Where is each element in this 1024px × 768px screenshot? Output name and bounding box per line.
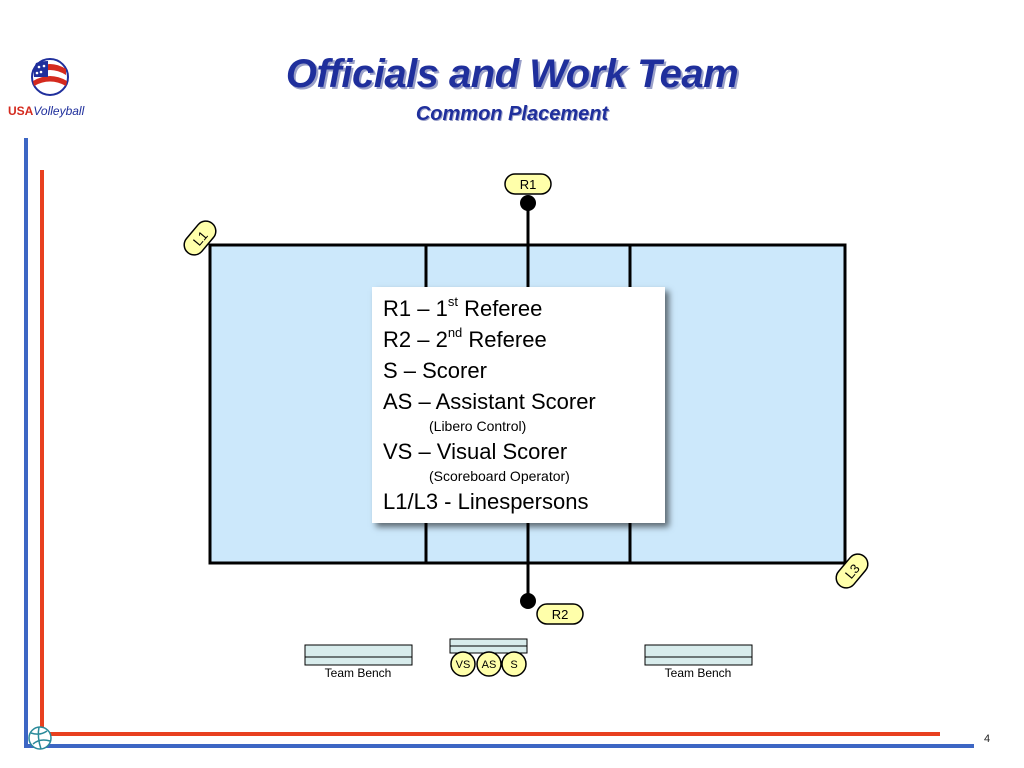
logo-wordmark: USAVolleyball	[8, 104, 85, 118]
team-bench-left: Team Bench	[304, 644, 413, 680]
frame-line-blue-vertical	[24, 138, 28, 748]
r2-label: R2	[536, 603, 584, 625]
legend-r1: R1 – 1st Referee	[383, 293, 543, 321]
r2-label-text: R2	[552, 607, 569, 622]
s-official: S	[501, 651, 527, 677]
legend-as-note: (Libero Control)	[429, 418, 527, 434]
l1-label: L1	[183, 220, 217, 256]
legend-box: R1 – 1st Referee R2 – 2nd Referee S – Sc…	[372, 287, 665, 523]
volleyball-flag-icon	[31, 58, 69, 96]
frame-line-red-horizontal	[40, 732, 940, 736]
frame-line-blue-horizontal	[24, 744, 974, 748]
vs-official: VS	[450, 651, 476, 677]
slide-subtitle: Common Placement	[415, 103, 609, 125]
s-official-label: S	[510, 659, 517, 671]
legend-as: AS – Assistant Scorer	[383, 389, 596, 414]
team-bench-left-label: Team Bench	[325, 666, 392, 680]
legend-l: L1/L3 - Linespersons	[383, 489, 589, 514]
team-bench-right: Team Bench	[644, 644, 753, 680]
legend-s: S – Scorer	[383, 358, 487, 383]
as-official-label: AS	[482, 659, 497, 671]
page-number: 4	[984, 733, 991, 745]
r1-position-marker	[520, 195, 536, 211]
r1-label: R1	[504, 173, 552, 195]
l3-label: L3	[835, 553, 869, 589]
scorer-table	[449, 638, 528, 654]
r1-label-text: R1	[520, 177, 537, 192]
vs-official-label: VS	[456, 659, 471, 671]
volleyball-icon	[28, 726, 52, 750]
legend-vs: VS – Visual Scorer	[383, 439, 568, 464]
usa-volleyball-logo	[31, 58, 69, 96]
slide-title: Officials and Work Team	[285, 52, 739, 96]
team-bench-right-label: Team Bench	[665, 666, 732, 680]
r2-position-marker	[520, 593, 536, 609]
legend-r2: R2 – 2nd Referee	[383, 324, 547, 352]
frame-line-red-vertical	[40, 170, 44, 736]
legend-vs-note: (Scoreboard Operator)	[429, 468, 570, 484]
as-official: AS	[476, 651, 502, 677]
